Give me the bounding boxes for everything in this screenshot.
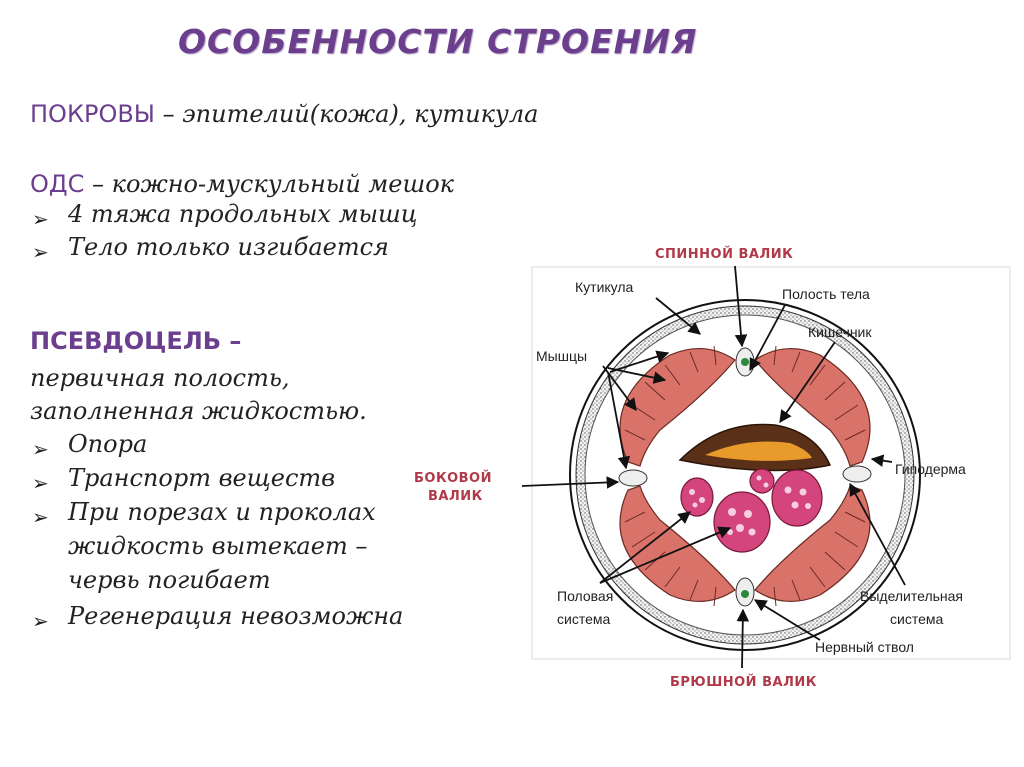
ods-bullet: 4 тяжа продольных мышц (68, 200, 418, 228)
pseudocoel-bullet: Транспорт веществ (68, 464, 336, 492)
ods-text: – кожно-мускульный мешок (84, 170, 455, 198)
muscle-band (754, 485, 871, 603)
covers-text: – эпителий(кожа), кутикула (154, 100, 539, 128)
ods-line: ОДС – кожно-мускульный мешок (30, 168, 454, 200)
pseudocoel-bullet: Опора (68, 430, 148, 458)
covers-heading: ПОКРОВЫ (30, 100, 155, 128)
reproductive-label: Половая (557, 588, 613, 604)
pseudocoel-bullet-cont: червь погибает (68, 566, 271, 594)
muscle-band (619, 485, 736, 603)
pseudocoel-bullet: Регенерация невозможна (68, 602, 404, 630)
bullet-icon: ➢ (32, 437, 49, 461)
lateral-ridge-label: БОКОВОЙ (414, 470, 492, 486)
body-cavity-label: Полость тела (782, 286, 870, 302)
hypodermis-label: Гиподерма (895, 461, 966, 477)
muscle-band (619, 347, 736, 467)
bullet-icon: ➢ (32, 471, 49, 495)
pseudocoel-bullet: При порезах и проколах (68, 498, 376, 526)
muscles-label: Мышцы (536, 348, 587, 364)
muscle-striations (624, 345, 866, 607)
lateral-ridge-label: ВАЛИК (428, 489, 483, 504)
pseudocoel-line: первичная полость, (30, 364, 290, 392)
excretory-label: Выделительная (860, 588, 963, 604)
intestine-label: Кишечник (808, 324, 872, 340)
ventral-nerve (741, 590, 749, 598)
intestine-lumen (705, 441, 812, 461)
nerve-cord-label: Нервный ствол (815, 639, 914, 655)
bullet-icon: ➢ (32, 240, 49, 264)
ventral-ridge-label: БРЮШНОЙ ВАЛИК (670, 674, 817, 690)
reproductive-label: система (557, 611, 610, 627)
dorsal-ridge-label: СПИННОЙ ВАЛИК (655, 246, 793, 262)
dorsal-nerve (741, 358, 749, 366)
organ-cells (689, 475, 811, 536)
ods-heading: ОДС (30, 170, 85, 198)
excretory-label: система (890, 611, 943, 627)
bullet-icon: ➢ (32, 505, 49, 529)
pseudocoel-heading: ПСЕВДОЦЕЛЬ – (30, 327, 242, 355)
leader-arrows (521, 265, 906, 669)
ods-bullet: Тело только изгибается (68, 233, 389, 261)
pseudocoel-line: заполненная жидкостью. (30, 397, 367, 425)
bullet-icon: ➢ (32, 207, 49, 231)
muscle-bands (619, 347, 871, 603)
bullet-icon: ➢ (32, 609, 49, 633)
nematode-cross-section-diagram: СПИННОЙ ВАЛИК БРЮШНОЙ ВАЛИК БОКОВОЙ ВАЛИ… (414, 246, 1011, 690)
page-title: ОСОБЕННОСТИ СТРОЕНИЯ (178, 22, 698, 61)
pseudocoel-bullet-cont: жидкость вытекает – (68, 532, 368, 560)
cuticle-label: Кутикула (575, 279, 634, 295)
covers-line: ПОКРОВЫ – эпителий(кожа), кутикула (30, 98, 538, 130)
lateral-cord-left (618, 469, 648, 487)
lateral-cord-right (842, 465, 872, 483)
